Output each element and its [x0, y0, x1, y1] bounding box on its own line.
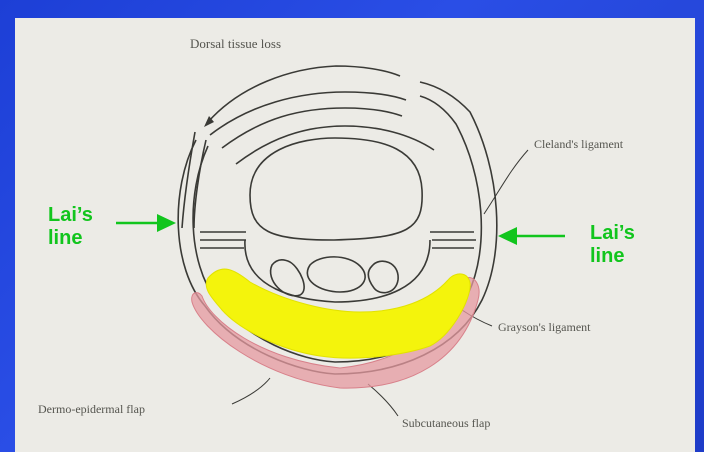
label-lai-line-right: Lai’s line [590, 222, 635, 268]
flexor-tendon-right [368, 261, 398, 292]
dermo-leader-line [232, 378, 270, 404]
label-subcutaneous-flap: Subcutaneous flap [402, 416, 490, 431]
label-dermo-epidermal-flap: Dermo-epidermal flap [38, 402, 145, 417]
dorsal-loss-arc [208, 66, 400, 122]
label-dorsal-tissue-loss: Dorsal tissue loss [190, 36, 281, 52]
label-graysons-ligament: Grayson's ligament [498, 320, 590, 335]
flexor-tendon-left [271, 260, 305, 296]
right-lai-arrow [498, 227, 565, 245]
label-lai-line-left: Lai’s line [48, 204, 93, 250]
right-cleland-ligament [430, 232, 476, 248]
phalanx-bone [250, 138, 422, 240]
subcut-leader-line [368, 384, 398, 416]
flexor-tendon-center [307, 257, 365, 292]
left-lai-arrow [116, 214, 176, 232]
left-cleland-ligament [200, 232, 246, 248]
label-clelands-ligament: Cleland's ligament [534, 137, 623, 152]
cleland-leader-line [484, 150, 528, 214]
